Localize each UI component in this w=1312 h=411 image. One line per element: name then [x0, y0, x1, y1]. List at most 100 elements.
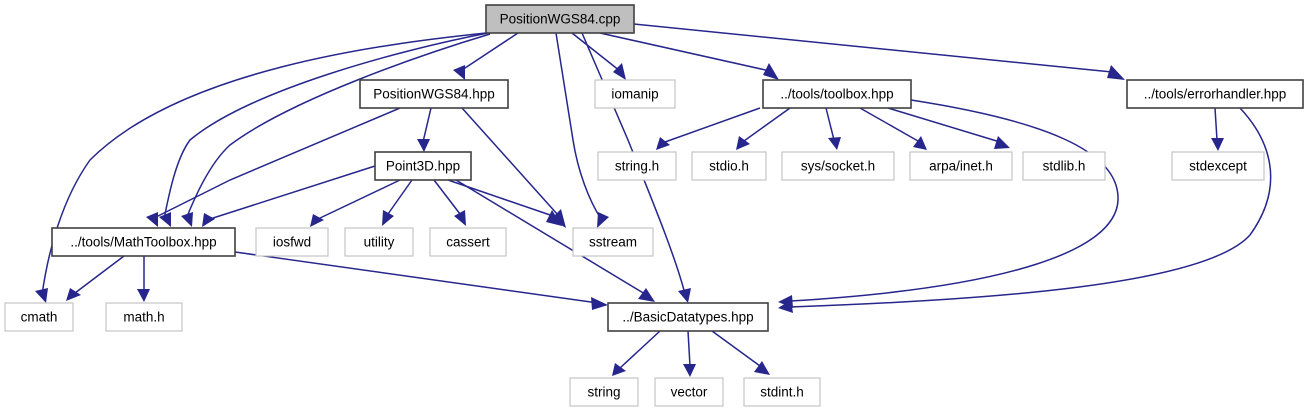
- node-poswgs_hpp[interactable]: PositionWGS84.hpp: [359, 79, 509, 109]
- node-box-utility[interactable]: [344, 227, 414, 257]
- arrowhead-toolbox-to-string-h: [656, 137, 670, 150]
- edge-root-to-iomanip: [571, 32, 621, 72]
- node-iosfwd[interactable]: iosfwd: [255, 227, 329, 257]
- node-box-point3d[interactable]: [374, 151, 472, 181]
- node-box-mathtoolbox[interactable]: [51, 227, 236, 257]
- edge-basicdata-to-vector: [687, 330, 691, 367]
- node-box-arpa_inet[interactable]: [909, 151, 1013, 181]
- arrowhead-basicdata-to-stdint: [754, 361, 770, 375]
- node-label-stdlib_h: stdlib.h: [1043, 159, 1086, 174]
- node-label-basicdata: ../BasicDatatypes.hpp: [622, 310, 753, 325]
- edge-toolbox-to-basicdata: [789, 99, 1119, 302]
- arrowhead-point3d-to-mathtoolbox: [202, 213, 215, 227]
- node-arpa_inet[interactable]: arpa/inet.h: [909, 151, 1013, 181]
- node-box-poswgs_hpp[interactable]: [359, 79, 509, 109]
- node-root[interactable]: PositionWGS84.cpp: [485, 4, 635, 34]
- arrowhead-toolbox-to-arpa-inet: [913, 136, 927, 150]
- node-box-errorhandler[interactable]: [1126, 79, 1304, 109]
- arrowhead-root-to-iomanip: [613, 63, 626, 80]
- edge-toolbox-to-stdio-h: [743, 107, 791, 142]
- node-box-sys_socket[interactable]: [781, 151, 895, 181]
- node-box-cassert[interactable]: [429, 227, 507, 257]
- node-basicdata[interactable]: ../BasicDatatypes.hpp: [607, 302, 769, 332]
- node-utility[interactable]: utility: [344, 227, 414, 257]
- node-mathtoolbox[interactable]: ../tools/MathToolbox.hpp: [51, 227, 236, 257]
- edge-root-to-basicdata: [581, 32, 686, 295]
- edge-point3d-to-mathtoolbox: [209, 165, 376, 220]
- node-sys_socket[interactable]: sys/socket.h: [781, 151, 895, 181]
- arrowhead-poswgs-to-sstream: [551, 209, 566, 228]
- node-vector[interactable]: vector: [654, 377, 724, 407]
- node-sstream[interactable]: sstream: [572, 227, 654, 257]
- edge-toolbox-to-string-h: [664, 107, 761, 143]
- edge-poswgs-to-point3d: [422, 107, 432, 143]
- arrowhead-poswgs-to-point3d: [417, 139, 430, 152]
- node-cmath[interactable]: cmath: [4, 302, 74, 332]
- node-box-cmath[interactable]: [4, 302, 74, 332]
- node-stdint_h[interactable]: stdint.h: [743, 377, 821, 407]
- node-errorhandler[interactable]: ../tools/errorhandler.hpp: [1126, 79, 1304, 109]
- arrowhead-basicdata-to-vector: [683, 364, 696, 377]
- node-string_h[interactable]: string.h: [597, 151, 677, 181]
- node-box-stdint_h[interactable]: [743, 377, 821, 407]
- node-label-sys_socket: sys/socket.h: [801, 159, 875, 174]
- arrowhead-point3d-to-cassert: [454, 210, 466, 226]
- edge-toolbox-to-stdlib-h: [887, 107, 1001, 143]
- edge-toolbox-to-sys-socket: [825, 107, 835, 141]
- node-box-iomanip[interactable]: [594, 79, 676, 109]
- edge-root-to-sstream: [555, 32, 602, 220]
- node-box-sstream[interactable]: [572, 227, 654, 257]
- arrowhead-point3d-to-basicdata: [638, 288, 655, 302]
- node-box-iosfwd[interactable]: [255, 227, 329, 257]
- node-iomanip[interactable]: iomanip: [594, 79, 676, 109]
- edge-root-to-errorhandler: [633, 23, 1113, 73]
- node-box-root[interactable]: [485, 4, 635, 34]
- node-stdexcept[interactable]: stdexcept: [1171, 151, 1265, 181]
- edge-basicdata-to-string: [619, 330, 661, 369]
- arrowhead-toolbox-to-stdio-h: [736, 136, 750, 150]
- node-toolbox[interactable]: ../tools/toolbox.hpp: [762, 79, 912, 109]
- node-label-math_h: math.h: [123, 310, 164, 325]
- arrowhead-mathtoolbox-to-basicdata: [591, 297, 608, 310]
- node-box-math_h[interactable]: [105, 302, 183, 332]
- edge-mathtoolbox-to-cmath: [74, 255, 125, 294]
- node-label-utility: utility: [364, 235, 395, 250]
- arrowhead-point3d-to-utility: [382, 210, 394, 226]
- node-stdio_h[interactable]: stdio.h: [691, 151, 767, 181]
- node-box-stdio_h[interactable]: [691, 151, 767, 181]
- node-math_h[interactable]: math.h: [105, 302, 183, 332]
- arrowhead-root-to-mathtoolbox-b: [181, 212, 193, 227]
- node-stdlib_h[interactable]: stdlib.h: [1022, 151, 1106, 181]
- node-box-stdlib_h[interactable]: [1022, 151, 1106, 181]
- edge-root-to-mathtoolbox-b: [185, 33, 491, 220]
- node-box-stdexcept[interactable]: [1171, 151, 1265, 181]
- node-label-sstream: sstream: [589, 235, 637, 250]
- edge-point3d-to-cassert: [433, 179, 461, 215]
- arrowhead-root-to-errorhandler: [1107, 65, 1125, 80]
- node-label-stdexcept: stdexcept: [1189, 159, 1247, 174]
- node-box-string[interactable]: [569, 377, 639, 407]
- node-string[interactable]: string: [569, 377, 639, 407]
- arrowhead-root-to-mathtoolbox-a: [159, 212, 171, 227]
- node-label-string_h: string.h: [615, 159, 659, 174]
- node-label-point3d: Point3D.hpp: [386, 159, 460, 174]
- node-box-toolbox[interactable]: [762, 79, 912, 109]
- arrowhead-root-to-toolbox: [763, 63, 779, 80]
- node-label-root: PositionWGS84.cpp: [500, 12, 621, 27]
- arrowhead-toolbox-to-sys-socket: [828, 137, 841, 150]
- node-box-vector[interactable]: [654, 377, 724, 407]
- node-label-stdint_h: stdint.h: [760, 385, 804, 400]
- edge-root-to-poswgs: [458, 32, 519, 73]
- edge-point3d-to-basicdata: [455, 179, 646, 295]
- arrowhead-poswgs-to-mathtoolbox: [146, 212, 158, 227]
- node-box-basicdata[interactable]: [607, 302, 769, 332]
- node-label-iosfwd: iosfwd: [273, 235, 311, 250]
- arrowhead-point3d-to-iosfwd: [310, 214, 324, 227]
- node-point3d[interactable]: Point3D.hpp: [374, 151, 472, 181]
- edge-root-to-mathtoolbox-a: [163, 32, 489, 220]
- node-box-string_h[interactable]: [597, 151, 677, 181]
- edge-errorhandler-to-basicdata: [789, 107, 1272, 308]
- node-cassert[interactable]: cassert: [429, 227, 507, 257]
